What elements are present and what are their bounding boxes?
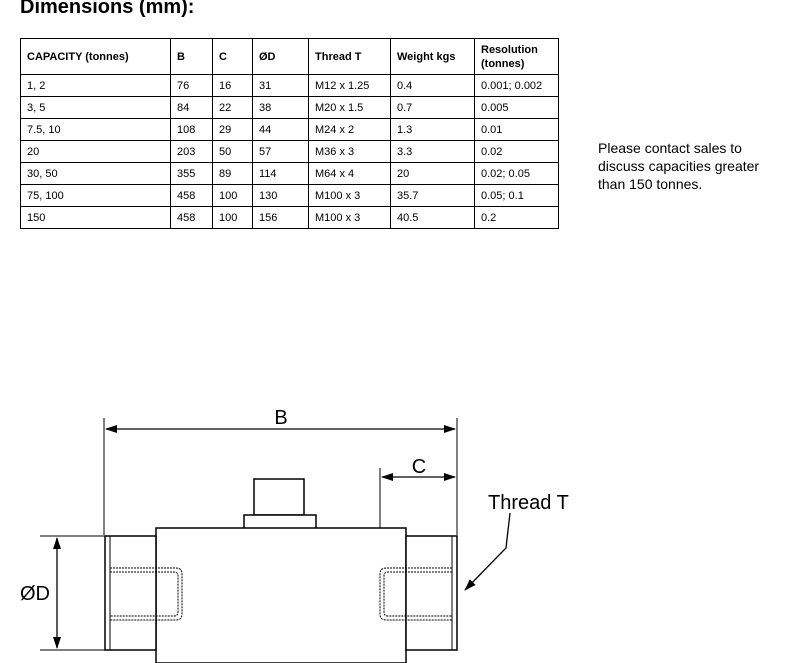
cell-b: 458 bbox=[170, 184, 213, 207]
table-row: 20 203 50 57 M36 x 3 3.3 0.02 bbox=[20, 140, 559, 163]
cell-resolution: 0.2 bbox=[474, 206, 559, 229]
cell-thread: M100 x 3 bbox=[308, 184, 391, 207]
cell-c: 100 bbox=[212, 206, 253, 229]
header-weight: Weight kgs bbox=[390, 38, 475, 75]
cell-capacity: 20 bbox=[20, 140, 171, 163]
table-row: 150 458 100 156 M100 x 3 40.5 0.2 bbox=[20, 206, 559, 229]
cell-resolution: 0.001; 0.002 bbox=[474, 74, 559, 97]
cell-weight: 40.5 bbox=[390, 206, 475, 229]
cell-capacity: 150 bbox=[20, 206, 171, 229]
header-thread: Thread T bbox=[308, 38, 391, 75]
cell-resolution: 0.05; 0.1 bbox=[474, 184, 559, 207]
cell-thread: M64 x 4 bbox=[308, 162, 391, 185]
table-row: 1, 2 76 16 31 M12 x 1.25 0.4 0.001; 0.00… bbox=[20, 74, 559, 97]
cell-thread: M100 x 3 bbox=[308, 206, 391, 229]
left-end bbox=[104, 535, 157, 651]
cell-b: 355 bbox=[170, 162, 213, 185]
cell-b: 458 bbox=[170, 206, 213, 229]
dimensions-table: CAPACITY (tonnes) B C ØD Thread T Weight… bbox=[20, 38, 559, 229]
cell-diameter: 114 bbox=[252, 162, 309, 185]
table-header-row: CAPACITY (tonnes) B C ØD Thread T Weight… bbox=[20, 38, 559, 75]
cell-c: 16 bbox=[212, 74, 253, 97]
cell-thread: M12 x 1.25 bbox=[308, 74, 391, 97]
cell-thread: M24 x 2 bbox=[308, 118, 391, 141]
connector-cap bbox=[253, 478, 305, 516]
thread-t-leader bbox=[464, 512, 511, 591]
table-row: 7.5, 10 108 29 44 M24 x 2 1.3 0.01 bbox=[20, 118, 559, 141]
cell-diameter: 57 bbox=[252, 140, 309, 163]
header-capacity: CAPACITY (tonnes) bbox=[20, 38, 171, 75]
cell-c: 22 bbox=[212, 96, 253, 119]
table-row: 75, 100 458 100 130 M100 x 3 35.7 0.05; … bbox=[20, 184, 559, 207]
header-b: B bbox=[170, 38, 213, 75]
contact-sales-note: Please contact sales to discuss capaciti… bbox=[598, 140, 760, 192]
page-title: Dimensions (mm): bbox=[20, 0, 195, 18]
right-thread-hidden bbox=[379, 567, 452, 621]
cell-weight: 0.7 bbox=[390, 96, 475, 119]
cell-thread: M36 x 3 bbox=[308, 140, 391, 163]
header-resolution: Resolution (tonnes) bbox=[474, 38, 559, 75]
cell-resolution: 0.02 bbox=[474, 140, 559, 163]
thread-t-label: Thread T bbox=[488, 492, 569, 514]
left-thread-hidden bbox=[110, 567, 183, 621]
right-end bbox=[405, 535, 458, 651]
dimension-b-label: B bbox=[274, 407, 287, 429]
cell-b: 84 bbox=[170, 96, 213, 119]
cell-weight: 1.3 bbox=[390, 118, 475, 141]
main-body bbox=[155, 527, 407, 663]
cell-c: 29 bbox=[212, 118, 253, 141]
dimension-d-label: ØD bbox=[20, 583, 50, 605]
dimension-c-label: C bbox=[412, 456, 426, 478]
